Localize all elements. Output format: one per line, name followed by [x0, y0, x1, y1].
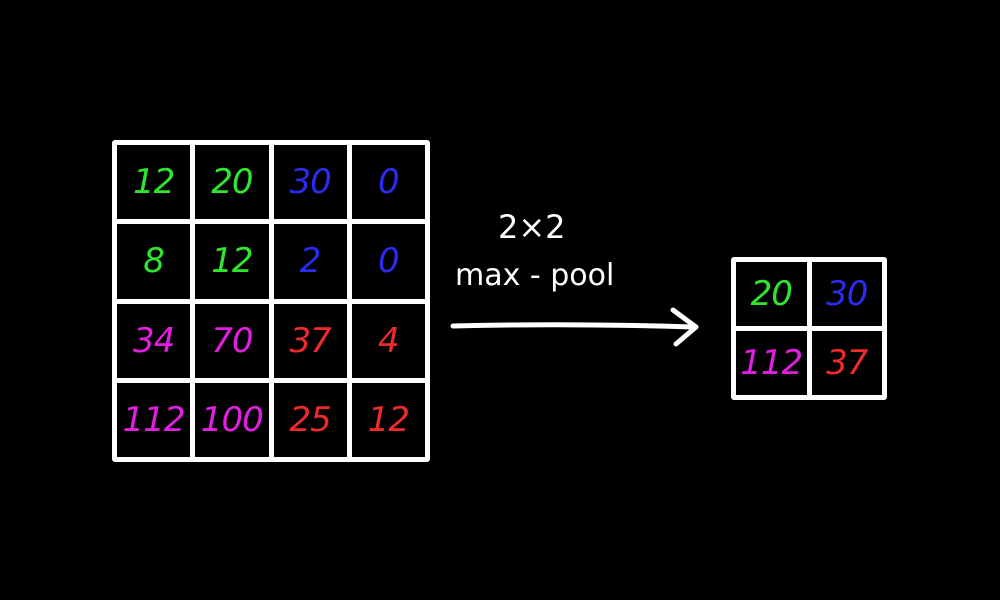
input-matrix-cell: 34: [117, 303, 191, 378]
input-matrix-cell: 12: [117, 145, 191, 220]
operation-name-label: max - pool: [455, 258, 615, 293]
input-matrix-cell: 100: [195, 382, 269, 457]
input-matrix-cell: 30: [273, 145, 347, 220]
input-matrix-cell: 0: [351, 224, 425, 299]
input-matrix-cell: 12: [351, 382, 425, 457]
input-matrix-cell: 25: [273, 382, 347, 457]
input-matrix-cell: 70: [195, 303, 269, 378]
input-matrix-cell: 12: [195, 224, 269, 299]
input-matrix-cell: 8: [117, 224, 191, 299]
output-matrix-cell: 30: [811, 262, 882, 326]
operation-size-label: 2×2: [498, 208, 566, 246]
input-matrix-cell: 4: [351, 303, 425, 378]
output-matrix-cell: 37: [811, 331, 882, 395]
input-matrix-cell: 20: [195, 145, 269, 220]
output-matrix-cell: 112: [736, 331, 807, 395]
input-matrix-cell: 2: [273, 224, 347, 299]
input-matrix-cell: 0: [351, 145, 425, 220]
input-matrix-cell: 37: [273, 303, 347, 378]
right-arrow-icon: [450, 307, 699, 347]
input-matrix-cell: 112: [117, 382, 191, 457]
output-matrix-cell: 20: [736, 262, 807, 326]
